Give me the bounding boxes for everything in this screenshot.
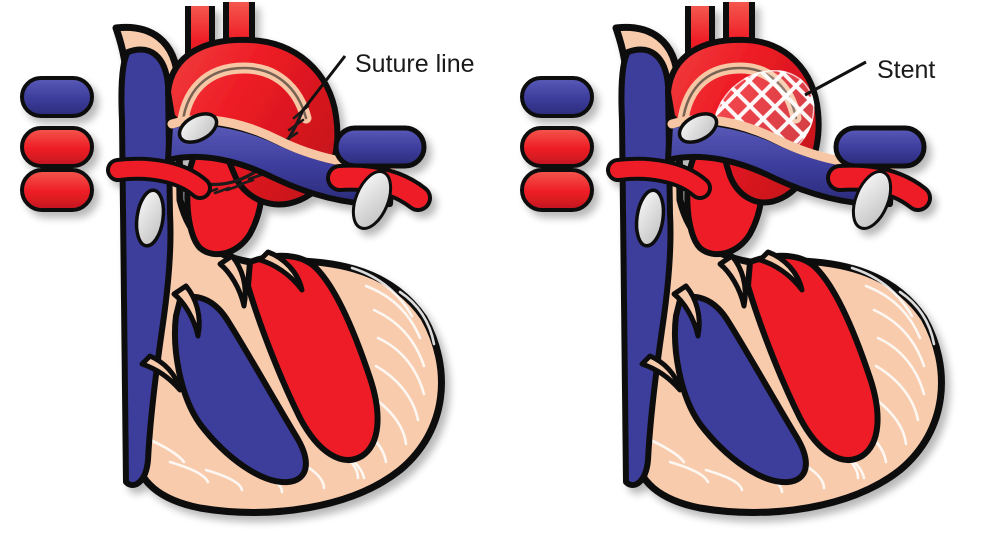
pulmonary-valve xyxy=(134,188,166,248)
callout-label-stent: Stent xyxy=(877,56,935,84)
left-lateral-vessel-stubs xyxy=(20,76,94,212)
valve-leaflets-and-septum xyxy=(139,249,305,393)
heart-diagram-stent: Stent xyxy=(500,0,1000,544)
heart-diagram-suture-line: Suture line xyxy=(20,2,475,516)
mitral-valve-leaflet xyxy=(351,170,393,230)
left-ventricle-chamber xyxy=(745,252,881,463)
callout-leader-line xyxy=(298,55,347,115)
left-ventricle-chamber xyxy=(245,252,381,463)
aortic-valve xyxy=(677,112,719,144)
mitral-valve-leaflet xyxy=(851,170,893,230)
callout-label-suture-line: Suture line xyxy=(355,50,475,78)
callout-leader-line xyxy=(804,60,867,97)
aortic-inner-wall-outline xyxy=(180,66,308,132)
pulmonary-veins xyxy=(106,156,212,200)
pulmonary-valve xyxy=(634,188,666,248)
callout-stent: Stent xyxy=(804,56,935,97)
right-ventricle-chamber xyxy=(672,293,809,486)
right-ventricle-chamber xyxy=(172,293,309,486)
callout-suture-line: Suture line xyxy=(298,50,475,115)
pulmonary-veins xyxy=(606,156,712,200)
aortic-valve xyxy=(177,112,219,144)
left-lateral-vessel-stubs xyxy=(520,76,594,212)
valve-leaflets-and-septum xyxy=(639,249,805,393)
